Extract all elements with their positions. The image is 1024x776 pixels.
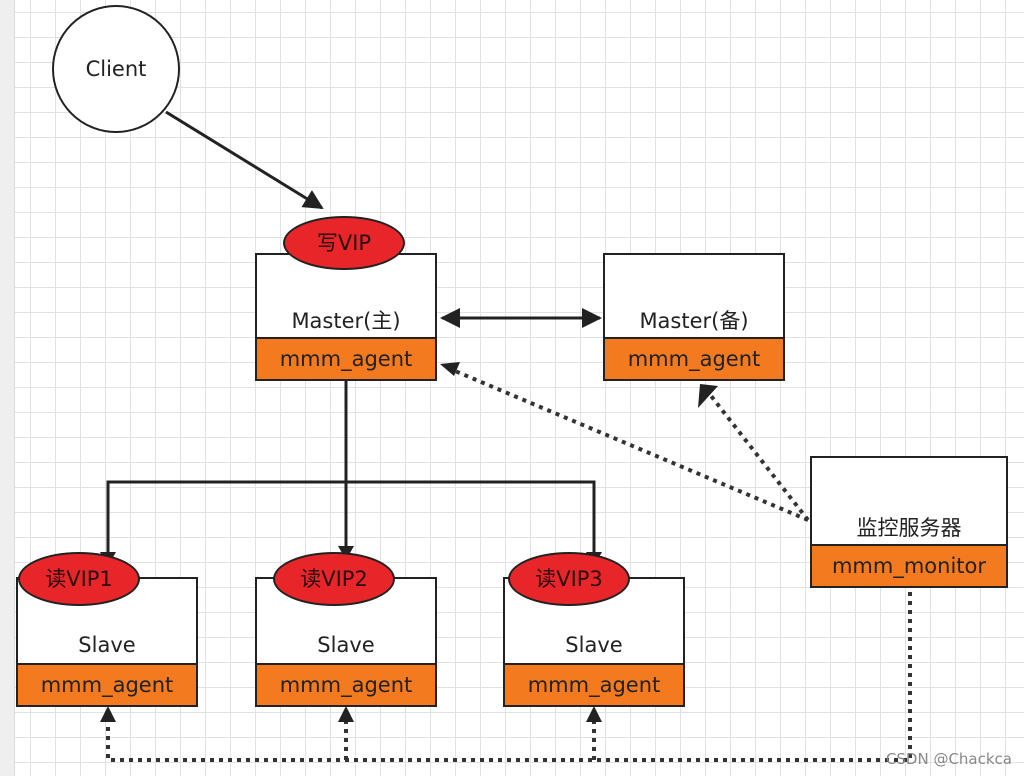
left-ruler-strip [0, 0, 15, 776]
slave-agent: mmm_agent [18, 663, 196, 705]
write-vip-badge: 写VIP [283, 216, 405, 270]
slave-agent: mmm_agent [505, 663, 683, 705]
monitor-server-node: 监控服务器 mmm_monitor [810, 456, 1008, 588]
slave-agent: mmm_agent [257, 663, 435, 705]
monitor-server-agent: mmm_monitor [812, 544, 1006, 586]
read-vip-badge-1: 读VIP1 [18, 552, 140, 606]
monitor-slave3-arrowhead [586, 706, 602, 722]
client-to-write-vip-arrow [165, 110, 324, 210]
monitor-master-primary-arrowhead [440, 362, 460, 376]
client-node: Client [52, 5, 180, 133]
master-backup-label: Master(备) [639, 309, 749, 333]
master-backup-node: Master(备) mmm_agent [603, 253, 785, 381]
watermark: CSDN @Chackca [885, 750, 1012, 768]
slave-label: Slave [317, 633, 375, 657]
master-primary-agent: mmm_agent [257, 337, 435, 379]
master-to-slaves-lines [106, 380, 596, 552]
monitor-slave2-arrowhead [338, 706, 354, 722]
read-vip-badge-2: 读VIP2 [273, 552, 395, 606]
slave-label: Slave [78, 633, 136, 657]
monitor-to-master-primary-line [447, 366, 809, 522]
monitor-server-label: 监控服务器 [856, 516, 962, 540]
monitor-to-master-backup-line [706, 390, 810, 522]
monitor-slave1-arrowhead [100, 706, 116, 722]
master-primary-label: Master(主) [291, 309, 401, 333]
slave-label: Slave [565, 633, 623, 657]
slave-node-2: Slave mmm_agent [255, 577, 437, 707]
read-vip-badge-3: 读VIP3 [508, 552, 630, 606]
monitor-to-slaves-line [106, 592, 912, 762]
monitor-master-backup-arrowhead [698, 384, 718, 408]
master-backup-agent: mmm_agent [605, 337, 783, 379]
master-primary-node: Master(主) mmm_agent [255, 253, 437, 381]
